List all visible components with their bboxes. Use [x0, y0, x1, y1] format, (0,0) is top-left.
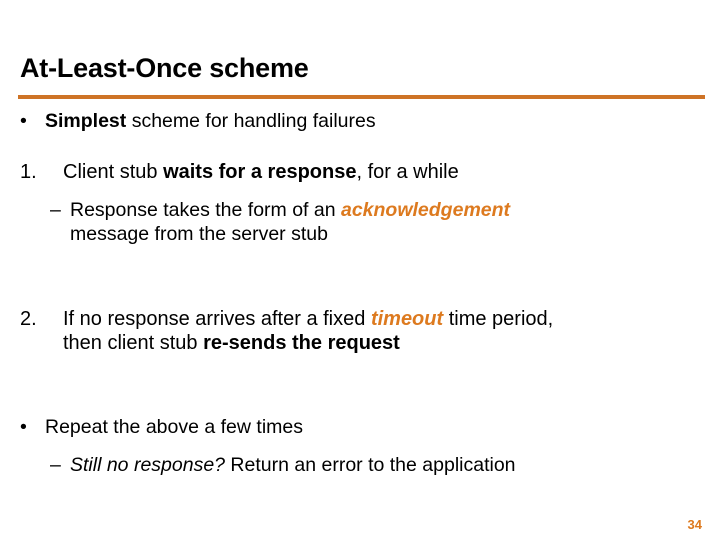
- sub-item-still-no-response: –Still no response? Return an error to t…: [0, 454, 720, 478]
- spacer: [0, 390, 720, 416]
- page-number: 34: [687, 517, 702, 532]
- numbered-item-1: 1. Client stub waits for a response, for …: [0, 160, 720, 185]
- bullet-repeat: • Repeat the above a few times: [0, 416, 720, 440]
- bullet-repeat-text: Repeat the above a few times: [45, 415, 303, 438]
- spacer: [0, 356, 720, 390]
- step2-cont-bold: re-sends the request: [203, 332, 400, 355]
- step2-continuation: then client stub re-sends the request: [63, 331, 720, 356]
- step1-part1: Client stub: [63, 160, 164, 183]
- sub1-part1: Response takes the form of an: [70, 198, 341, 221]
- slide-body: • Simplest scheme for handling failures 1…: [0, 110, 720, 478]
- spacer: [0, 185, 720, 199]
- step1-part2: , for a while: [356, 160, 459, 183]
- step2-part1: If no response arrives after a fixed: [63, 307, 371, 330]
- sub-item-acknowledgement: –Response takes the form of an acknowled…: [0, 199, 720, 247]
- spacer: [0, 247, 720, 281]
- title-divider-rule: [18, 95, 705, 99]
- step2-accent-timeout: timeout: [370, 307, 444, 330]
- spacer: [0, 440, 720, 454]
- page-title: At-Least-Once scheme: [20, 53, 309, 83]
- list-number-1: 1.: [20, 160, 37, 183]
- bullet-dot-icon: •: [20, 110, 27, 132]
- dash-icon: –: [50, 453, 61, 476]
- sub2-italic: Still no response?: [70, 453, 226, 476]
- numbered-item-2: 2. If no response arrives after a fixed t…: [0, 307, 720, 356]
- bullet-intro-rest: scheme for handling failures: [126, 110, 376, 132]
- sub1-continuation: message from the server stub: [70, 222, 328, 245]
- list-number-2: 2.: [20, 307, 37, 330]
- step2-part2: time period,: [443, 307, 554, 330]
- dash-icon: –: [50, 198, 61, 221]
- spacer: [0, 134, 720, 160]
- sub2-rest: Return an error to the application: [225, 453, 516, 476]
- bullet-dot-icon: •: [20, 415, 27, 438]
- bullet-simplest-scheme: • Simplest scheme for handling failures: [0, 110, 720, 134]
- step1-bold: waits for a response: [163, 160, 357, 183]
- bullet-intro-bold: Simplest: [45, 110, 127, 132]
- sub1-accent-acknowledgement: acknowledgement: [340, 198, 511, 221]
- spacer: [0, 281, 720, 307]
- step2-cont-part1: then client stub: [63, 332, 204, 355]
